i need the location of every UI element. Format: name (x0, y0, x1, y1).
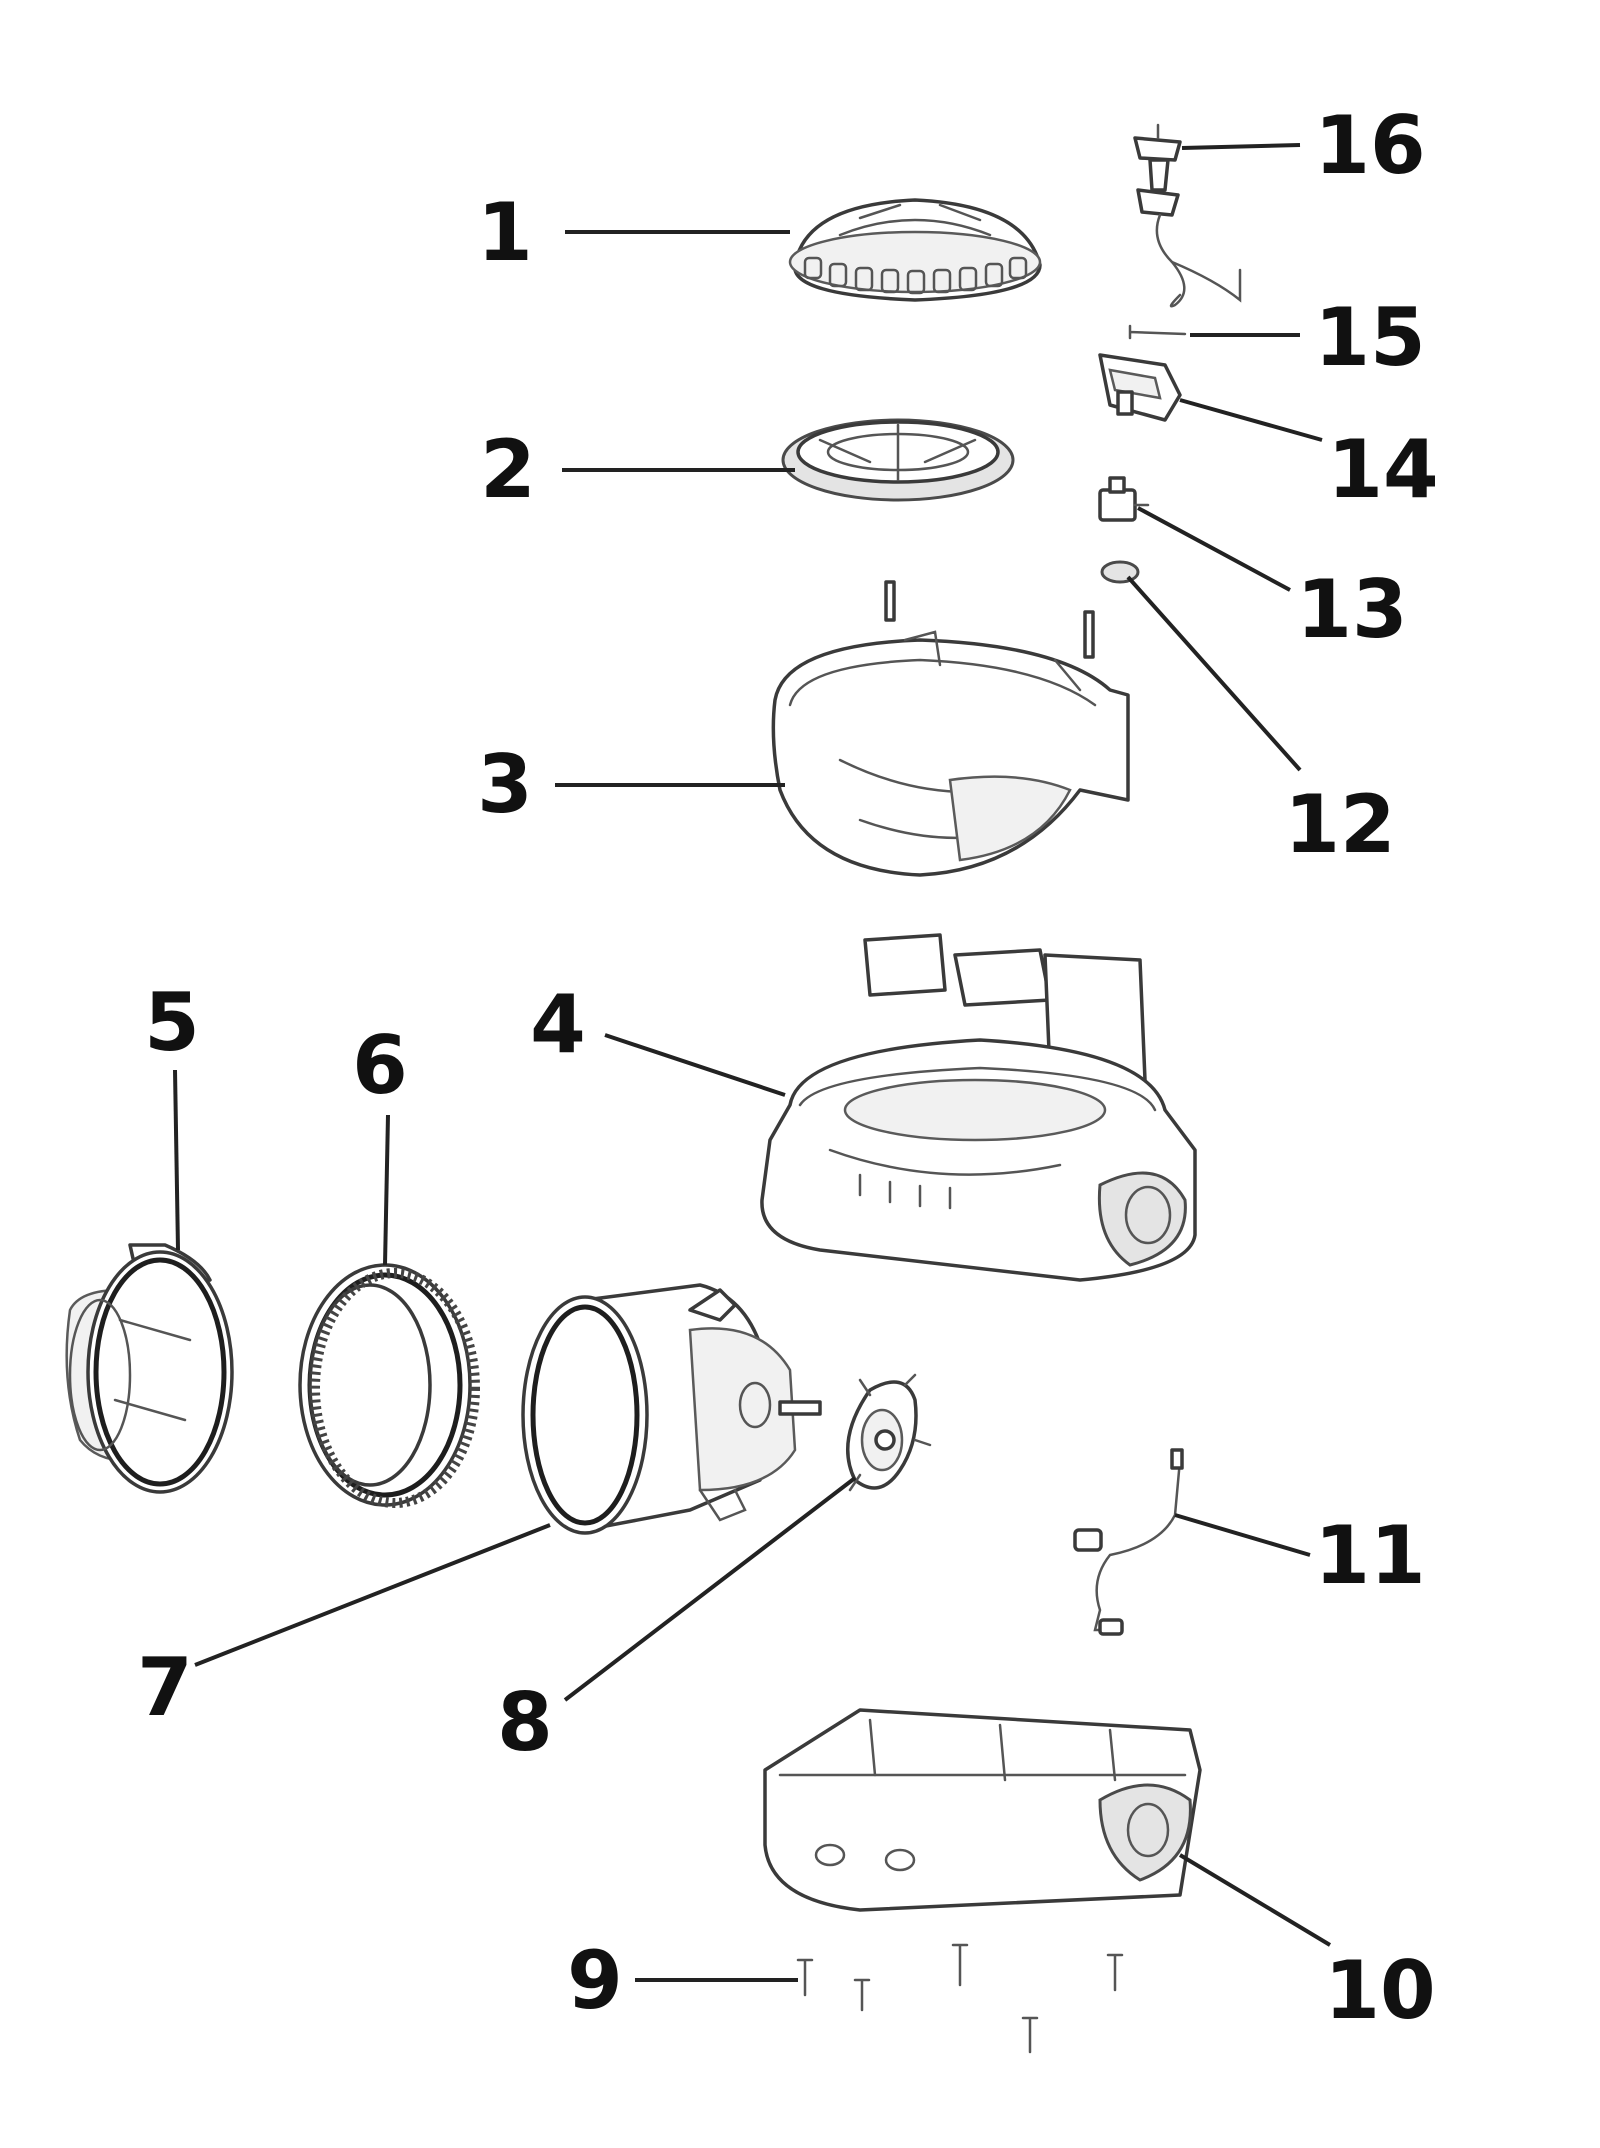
part-6-gasket-ring (298, 1263, 480, 1508)
part-label-4: 4 (530, 978, 586, 1071)
leader-13 (1137, 506, 1291, 592)
part-11-wiring-harness (1073, 1448, 1184, 1636)
part-label-2: 2 (480, 423, 536, 516)
part-7-motor (521, 1283, 822, 1535)
part-number-labels: 1 2 3 4 5 6 7 8 9 10 11 12 13 14 15 16 (137, 99, 1439, 2037)
part-label-1: 1 (477, 186, 533, 279)
part-12-seal (1100, 560, 1140, 584)
part-13-switch (1098, 476, 1150, 522)
part-4-main-body (760, 933, 1197, 1282)
part-15-pin (1128, 324, 1187, 340)
part-label-10: 10 (1324, 1944, 1435, 2037)
part-5-filter-cover (65, 1243, 234, 1494)
part-label-14: 14 (1327, 423, 1438, 516)
leader-lines (173, 143, 1332, 1982)
part-label-12: 12 (1284, 778, 1395, 871)
part-label-3: 3 (477, 738, 533, 831)
part-10-bottom-housing (763, 1708, 1202, 1912)
part-3-dirt-cup (771, 580, 1130, 877)
part-label-6: 6 (352, 1019, 408, 1112)
part-14-switch-housing (1098, 353, 1182, 422)
part-label-16: 16 (1314, 99, 1425, 192)
leader-10 (1178, 1853, 1332, 1947)
part-label-8: 8 (497, 1676, 553, 1769)
leader-7 (194, 1523, 551, 1667)
part-label-15: 15 (1314, 291, 1425, 384)
leader-5 (173, 1069, 180, 1251)
part-16-power-switch (1133, 123, 1242, 308)
leader-6 (383, 1114, 390, 1266)
part-1-filter-cap (788, 198, 1042, 302)
part-label-5: 5 (144, 976, 200, 1069)
leader-4 (604, 1033, 786, 1097)
part-label-11: 11 (1314, 1509, 1425, 1602)
part-8-fan-impeller (845, 1373, 932, 1492)
part-label-7: 7 (137, 1641, 193, 1734)
part-2-filter-ring (781, 418, 1015, 502)
part-label-9: 9 (567, 1934, 623, 2027)
leader-8 (563, 1476, 857, 1702)
part-9-screws (796, 1943, 1124, 2054)
leader-12 (1126, 575, 1302, 772)
part-label-13: 13 (1296, 563, 1407, 656)
leader-16 (1181, 143, 1301, 150)
leader-14 (1179, 398, 1323, 442)
leader-11 (1174, 1513, 1311, 1557)
